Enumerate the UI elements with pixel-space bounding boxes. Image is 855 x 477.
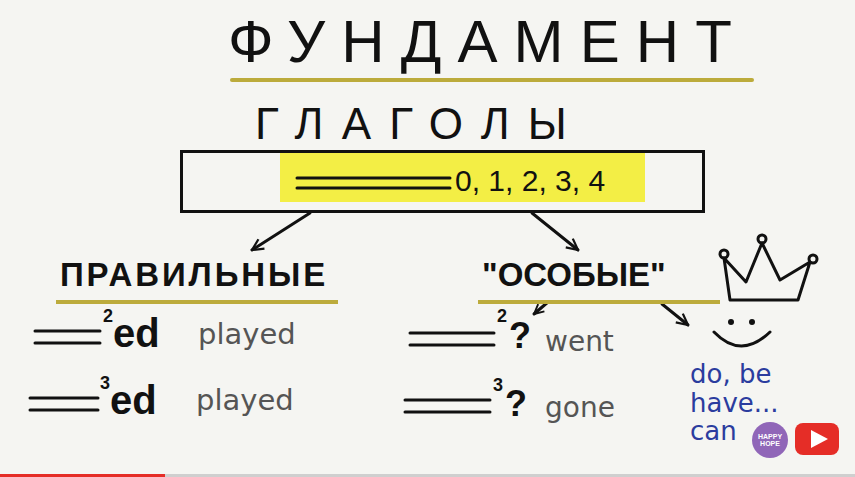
group-name: "ОСОБЫЕ" [482,256,666,294]
form-number: 3 [100,374,110,392]
form-number: 2 [497,307,507,325]
verb-stem-line [30,397,98,400]
form-number: 2 [103,307,113,325]
crown-tip [758,235,766,243]
title: ФУНДАМЕНТ [228,12,748,72]
verb-stem-line [405,411,490,414]
progress-bar [0,474,165,477]
crown-tip [809,255,817,263]
youtube-button [795,423,839,455]
verb-stem-line [405,399,490,402]
section-heading: ГЛАГОЛЫ [255,102,585,146]
form-numbers: 0, 1, 2, 3, 4 [455,164,605,199]
group-name: ПРАВИЛЬНЫЕ [60,256,328,294]
suffix: ed [110,380,157,420]
verb-group: ПРАВИЛЬНЫЕ [56,250,338,304]
crown-icon [720,235,817,300]
verb-stem-line [35,330,100,333]
form-number: 3 [493,376,503,394]
example-verb: went [545,328,614,356]
connector-arrow [252,213,310,250]
verb-stem-line [410,344,494,347]
special-verbs: do, be have... can [688,308,812,452]
smiley-eye [728,319,734,325]
channel-logo [752,422,788,458]
connector-arrow [662,304,688,325]
connector-arrow [532,213,578,250]
title-underline [232,78,752,82]
smiley-eye [749,319,755,325]
verb-stem-line [297,177,450,180]
verb-list: do, be have... can [690,360,810,446]
verb-group: "ОСОБЫЕ" [478,250,720,304]
smiley-face [714,319,770,346]
watermark: HAPPY HOPE [753,433,787,448]
example-verb: played [198,320,296,349]
play-triangle [811,430,828,448]
smiley-mouth [714,332,770,346]
verb-stem-line [35,342,100,345]
crown-tip [720,250,728,258]
example-verb: gone [545,394,615,422]
verb-stem-lines [30,178,494,412]
example-verb: played [196,386,294,415]
unknown-form: ? [505,386,527,422]
verb-stem-line [30,409,98,412]
verb-stem-line [410,332,494,335]
suffix: ed [113,313,160,353]
crown-outline [724,243,810,300]
verb-forms-box: 0, 1, 2, 3, 4 [180,150,705,213]
highlight-marker [280,152,645,202]
unknown-form: ? [509,318,531,354]
progress-track [0,474,855,477]
verb-stem-line [297,187,450,190]
